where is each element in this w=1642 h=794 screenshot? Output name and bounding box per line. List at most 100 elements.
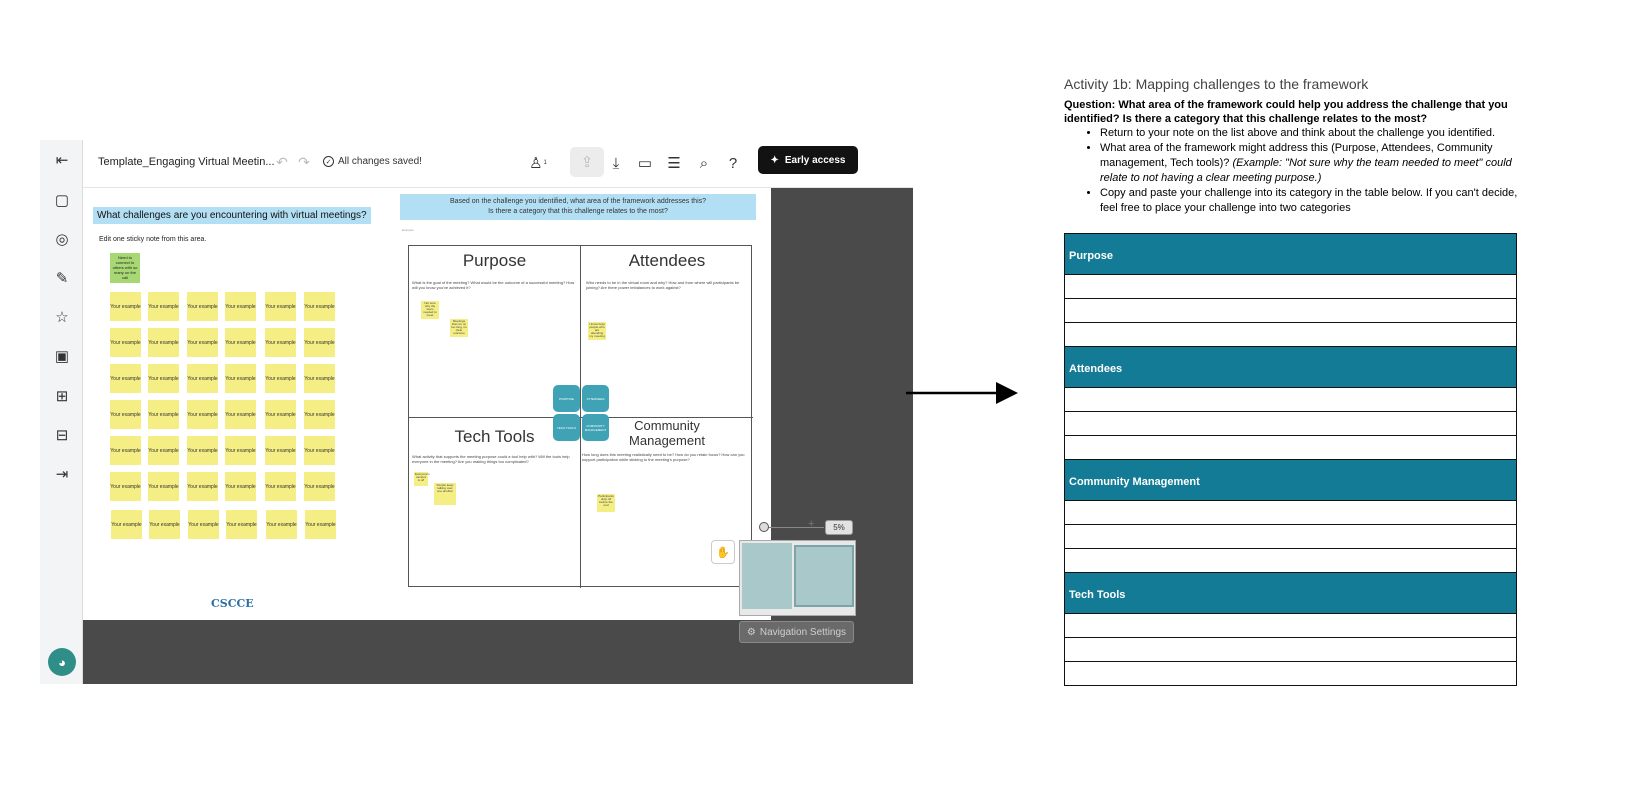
table-cell[interactable] — [1064, 661, 1517, 686]
table-row[interactable] — [1064, 613, 1517, 638]
sticky-note[interactable]: Your example — [265, 436, 296, 465]
table-cell[interactable] — [1064, 435, 1517, 460]
sticky-note[interactable]: Your example — [265, 328, 296, 357]
minimap[interactable] — [739, 540, 856, 616]
list-icon[interactable]: ☰ — [667, 155, 681, 172]
navigation-settings-button[interactable]: ⚙ Navigation Settings — [739, 621, 854, 643]
sticky-note[interactable]: Your example — [110, 328, 141, 357]
attendees-note[interactable]: I know busy people who are attending my … — [588, 322, 606, 340]
sticky-note[interactable]: Your example — [265, 400, 296, 429]
board-canvas[interactable]: What challenges are you encountering wit… — [83, 188, 913, 684]
sticky-note[interactable]: Your example — [187, 400, 218, 429]
sticky-note[interactable]: Your example — [187, 472, 218, 501]
sticky-note[interactable]: Your example — [148, 436, 179, 465]
sticky-note[interactable]: Your example — [148, 328, 179, 357]
sticky-note[interactable]: Your example — [188, 510, 219, 539]
sticky-note[interactable]: Your example — [304, 472, 335, 501]
sticky-note[interactable]: Your example — [187, 436, 218, 465]
table-row[interactable] — [1064, 524, 1517, 549]
sticky-note[interactable]: Your example — [304, 364, 335, 393]
sticky-note[interactable]: Your example — [304, 400, 335, 429]
document-title[interactable]: Template_Engaging Virtual Meetin... — [98, 156, 275, 168]
zoom-in-icon[interactable]: + — [808, 518, 815, 530]
table-row[interactable] — [1064, 500, 1517, 525]
sticky-note[interactable]: Your example — [148, 364, 179, 393]
import-icon[interactable]: ⇥ — [55, 466, 69, 483]
sticky-note[interactable]: Your example — [265, 364, 296, 393]
community-note[interactable]: Participants drop off before the end — [597, 494, 615, 512]
shapes-icon[interactable]: ◎ — [55, 231, 69, 248]
sticky-note[interactable]: Your example — [148, 400, 179, 429]
green-sticky-note[interactable]: Need to connect to others with so many o… — [110, 253, 140, 283]
sticky-note-icon[interactable]: ▢ — [54, 192, 70, 209]
table-row[interactable] — [1064, 387, 1517, 412]
exit-icon[interactable]: ⇤ — [55, 152, 69, 169]
sticky-note[interactable]: Your example — [265, 292, 296, 321]
hand-tool-icon[interactable]: ✋ — [711, 540, 735, 564]
sticky-note[interactable]: Your example — [148, 292, 179, 321]
sticky-note[interactable]: Your example — [187, 328, 218, 357]
sticky-note[interactable]: Your example — [110, 400, 141, 429]
table-row[interactable] — [1064, 435, 1517, 460]
table-row[interactable] — [1064, 322, 1517, 347]
table-cell[interactable] — [1064, 274, 1517, 299]
table-cell[interactable] — [1064, 500, 1517, 525]
search-icon[interactable]: ⌕ — [699, 154, 709, 172]
table-cell[interactable] — [1064, 411, 1517, 436]
table-cell[interactable] — [1064, 637, 1517, 662]
table-row[interactable] — [1064, 274, 1517, 299]
sticky-note[interactable]: Your example — [304, 328, 335, 357]
sticky-note[interactable]: Your example — [225, 436, 256, 465]
table-cell[interactable] — [1064, 548, 1517, 573]
table-cell[interactable] — [1064, 613, 1517, 638]
purpose-note[interactable]: Not sure why the team needed to meet — [421, 301, 439, 319]
redo-icon[interactable]: ↷ — [298, 153, 310, 170]
table-row[interactable] — [1064, 298, 1517, 323]
sticky-note[interactable]: Your example — [187, 364, 218, 393]
template-icon[interactable]: ⊟ — [55, 427, 69, 444]
help-icon[interactable]: ? — [728, 154, 738, 172]
undo-icon[interactable]: ↶ — [276, 153, 288, 170]
comment-icon[interactable]: ▭ — [637, 155, 653, 172]
sticky-note[interactable]: Your example — [110, 472, 141, 501]
minimap-viewport[interactable] — [794, 545, 854, 607]
star-icon[interactable]: ☆ — [55, 309, 69, 326]
zoom-slider-track[interactable] — [764, 527, 824, 528]
purpose-note[interactable]: Meetings that run on too long, no clear … — [450, 319, 468, 337]
pen-icon[interactable]: ✎ — [55, 270, 69, 287]
sticky-note[interactable]: Your example — [305, 510, 336, 539]
sticky-note[interactable]: Your example — [225, 328, 256, 357]
sticky-note[interactable]: Your example — [225, 364, 256, 393]
table-row[interactable] — [1064, 411, 1517, 436]
sticky-note[interactable]: Your example — [225, 400, 256, 429]
collaborators-icon[interactable]: ♙1 — [527, 152, 549, 174]
sticky-note[interactable]: Your example — [187, 292, 218, 321]
sticky-note[interactable]: Your example — [266, 510, 297, 539]
sticky-note[interactable]: Your example — [149, 510, 180, 539]
sticky-note[interactable]: Your example — [110, 364, 141, 393]
table-row[interactable] — [1064, 661, 1517, 686]
sticky-note[interactable]: Your example — [225, 472, 256, 501]
zoom-slider-handle[interactable] — [759, 522, 769, 532]
early-access-button[interactable]: ✦ Early access — [758, 146, 858, 174]
table-row[interactable] — [1064, 637, 1517, 662]
sticky-note[interactable]: Your example — [110, 292, 141, 321]
tech-tools-note[interactable]: People keep talking over one another — [434, 483, 456, 505]
tech-tools-note[interactable]: Everyone's camera is off — [414, 472, 430, 486]
sticky-note[interactable]: Your example — [225, 292, 256, 321]
table-cell[interactable] — [1064, 524, 1517, 549]
table-cell[interactable] — [1064, 298, 1517, 323]
sticky-note[interactable]: Your example — [110, 436, 141, 465]
sticky-note[interactable]: Your example — [148, 472, 179, 501]
sticky-note[interactable]: Your example — [304, 436, 335, 465]
sticky-note[interactable]: Your example — [111, 510, 142, 539]
avatar[interactable]: ◕ — [48, 648, 76, 676]
table-row[interactable] — [1064, 548, 1517, 573]
download-icon[interactable]: ⤓ — [612, 154, 620, 172]
grid-icon[interactable]: ⊞ — [55, 388, 69, 405]
sticky-note[interactable]: Your example — [226, 510, 257, 539]
sticky-note[interactable]: Your example — [304, 292, 335, 321]
sticky-note[interactable]: Your example — [265, 472, 296, 501]
share-button[interactable]: ⇪ — [570, 147, 604, 177]
image-icon[interactable]: ▣ — [54, 348, 70, 365]
